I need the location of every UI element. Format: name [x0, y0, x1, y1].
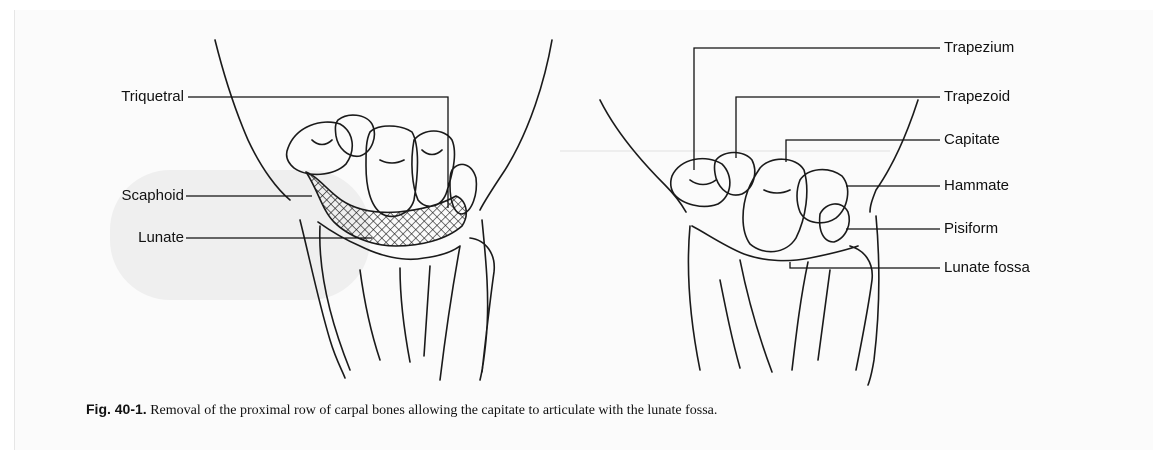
ulna-r — [850, 246, 872, 370]
right-hand-outline-left — [600, 100, 686, 212]
label-pisiform: Pisiform — [944, 220, 998, 238]
radius-r — [692, 226, 858, 372]
leader-capitate — [786, 140, 940, 162]
caption-figure-number: Fig. 40-1. — [86, 401, 147, 417]
bone-trapezium-l — [287, 122, 353, 174]
right-forearm-edge-left — [688, 226, 700, 370]
label-lunate-fossa: Lunate fossa — [944, 259, 1030, 277]
label-hammate: Hammate — [944, 177, 1009, 195]
bone-detail-r — [690, 180, 790, 193]
label-lunate: Lunate — [60, 229, 184, 247]
right-wrist-illustration — [600, 100, 918, 385]
scaphoid-lunate-hatched — [306, 172, 466, 246]
radius-inner-l — [320, 226, 350, 370]
caption-text: Removal of the proximal row of carpal bo… — [150, 403, 717, 418]
ulna-l — [470, 238, 494, 372]
left-forearm-edge-left — [300, 220, 345, 378]
bone-trapezium-r — [671, 159, 730, 207]
left-hand-outline-right — [480, 40, 552, 210]
left-hand-outline-left — [215, 40, 290, 200]
leader-lines — [186, 48, 940, 268]
left-wrist-illustration — [215, 40, 552, 380]
right-hand-outline-right — [870, 100, 918, 212]
label-triquetral: Triquetral — [60, 88, 184, 106]
label-trapezoid: Trapezoid — [944, 88, 1010, 106]
leader-lunate-fossa — [790, 262, 940, 268]
bone-detail-l — [312, 140, 442, 163]
radius-lines-r — [720, 270, 830, 368]
radius-lines-l — [360, 266, 430, 362]
figure-caption: Fig. 40-1. Removal of the proximal row o… — [86, 400, 1066, 420]
label-capitate: Capitate — [944, 131, 1000, 149]
label-trapezium: Trapezium — [944, 39, 1014, 57]
label-scaphoid: Scaphoid — [60, 187, 184, 205]
leader-trapezium — [694, 48, 940, 170]
leader-trapezoid — [736, 97, 940, 158]
